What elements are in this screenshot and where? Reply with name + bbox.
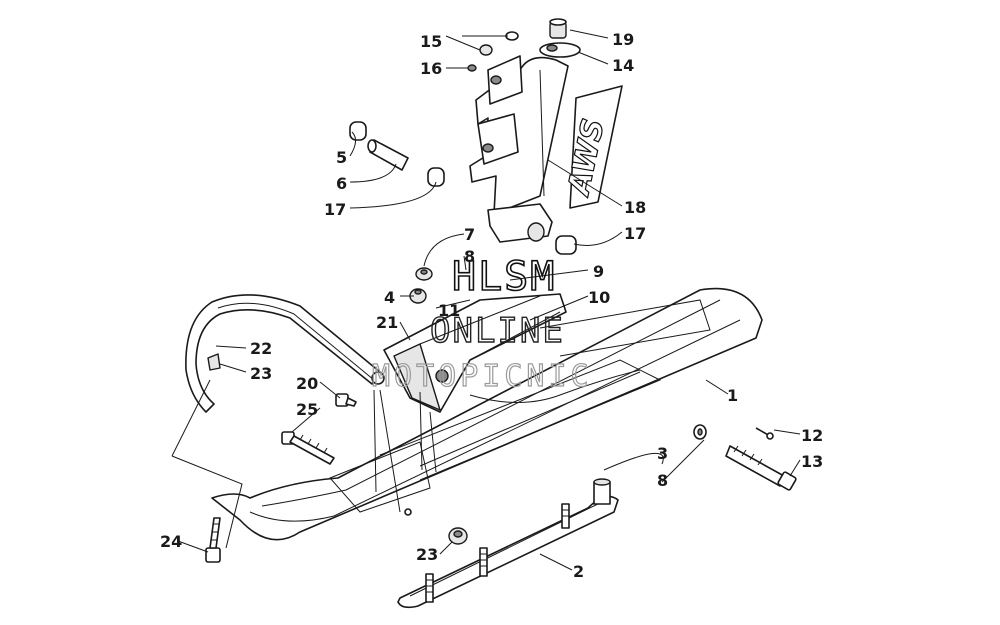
callout-6: 6 <box>336 174 347 193</box>
callout-25: 25 <box>296 400 318 419</box>
callout-15: 15 <box>420 32 442 51</box>
callout-22: 22 <box>250 339 272 358</box>
ski-handle-loop <box>185 294 385 413</box>
decal-logo-text: AWS <box>561 116 612 200</box>
callout-3: 3 <box>657 444 668 463</box>
callout-5: 5 <box>336 148 347 167</box>
callout-labels: 1 2 3 4 5 6 7 8 8 9 10 11 12 13 14 15 16… <box>160 30 823 581</box>
callout-2: 2 <box>573 562 584 581</box>
ski-saddle <box>383 293 567 413</box>
top-washers <box>467 31 519 72</box>
callout-1: 1 <box>727 386 738 405</box>
watermark: HLSM ONLINE MOTOPICNIC <box>371 253 593 394</box>
callout-8-upper: 8 <box>464 247 475 266</box>
spindle-cap <box>539 18 581 58</box>
through-bolt <box>725 427 797 491</box>
watermark-line-2: ONLINE <box>430 311 565 351</box>
callout-23-upper: 23 <box>250 364 272 383</box>
callout-16: 16 <box>420 59 442 78</box>
callout-24: 24 <box>160 532 182 551</box>
callout-12: 12 <box>801 426 823 445</box>
watermark-line-3: MOTOPICNIC <box>372 359 593 394</box>
callout-10: 10 <box>588 288 610 307</box>
callout-21: 21 <box>376 313 398 332</box>
callout-9: 9 <box>593 262 604 281</box>
callout-11: 11 <box>438 301 460 320</box>
watermark-line-1: HLSM <box>452 254 556 300</box>
bolt-24 <box>205 517 221 563</box>
callout-19: 19 <box>612 30 634 49</box>
callout-20: 20 <box>296 374 318 393</box>
callout-23-lower: 23 <box>416 545 438 564</box>
callout-17-right: 17 <box>624 224 646 243</box>
bushing-right <box>527 222 577 255</box>
aws-decal: AWS <box>561 85 623 209</box>
callout-4: 4 <box>384 288 395 307</box>
nut-lower <box>448 527 468 545</box>
callout-17-left: 17 <box>324 200 346 219</box>
callout-18: 18 <box>624 198 646 217</box>
callout-13: 13 <box>801 452 823 471</box>
ski-body <box>211 287 763 541</box>
nut-set <box>409 267 433 304</box>
bushing-set-left <box>349 121 445 187</box>
callout-8-lower: 8 <box>657 471 668 490</box>
washer-right <box>693 424 707 440</box>
bolt-set-left <box>281 393 357 465</box>
callout-7: 7 <box>464 225 475 244</box>
spindle-tube <box>469 55 569 243</box>
stud-nut <box>593 478 611 505</box>
callout-14: 14 <box>612 56 634 75</box>
leader-lines <box>171 29 801 571</box>
